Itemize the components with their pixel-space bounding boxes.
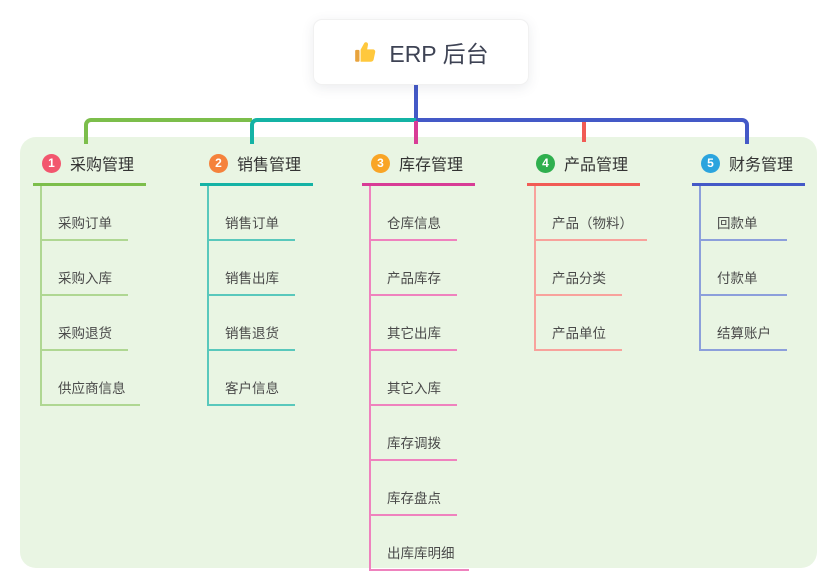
child-node[interactable]: 库存盘点 <box>371 461 457 516</box>
child-node[interactable]: 仓库信息 <box>371 186 457 241</box>
branch-number-badge: 4 <box>536 153 555 173</box>
child-node[interactable]: 采购订单 <box>42 186 128 241</box>
branch-title[interactable]: 销售管理 <box>237 157 302 174</box>
child-node[interactable]: 结算账户 <box>701 296 787 351</box>
connector-branch-1 <box>84 118 252 144</box>
child-node[interactable]: 库存调拨 <box>371 406 457 461</box>
branch-number-badge: 3 <box>371 153 390 173</box>
branch-children: 产品（物料）产品分类产品单位 <box>534 186 647 351</box>
branch-children: 仓库信息产品库存其它出库其它入库库存调拨库存盘点出库库明细 <box>369 186 475 571</box>
branch-title[interactable]: 库存管理 <box>399 157 464 174</box>
root-stem-line <box>414 83 418 120</box>
child-node[interactable]: 采购入库 <box>42 241 128 296</box>
branch-children: 回款单付款单结算账户 <box>699 186 805 351</box>
child-node[interactable]: 产品库存 <box>371 241 457 296</box>
child-node[interactable]: 销售出库 <box>209 241 295 296</box>
branch-head: 1 采购管理 <box>33 146 146 186</box>
child-node[interactable]: 产品（物料） <box>536 186 647 241</box>
branches-panel <box>20 137 817 568</box>
child-node[interactable]: 其它入库 <box>371 351 457 406</box>
branch-children: 采购订单采购入库采购退货供应商信息 <box>40 186 146 406</box>
child-node[interactable]: 供应商信息 <box>42 351 140 406</box>
child-node[interactable]: 采购退货 <box>42 296 128 351</box>
connector-branch-4 <box>582 122 586 142</box>
branch-children: 销售订单销售出库销售退货客户信息 <box>207 186 313 406</box>
branch-head: 2 销售管理 <box>200 146 313 186</box>
thumbs-up-icon <box>353 39 379 65</box>
connector-branch-3 <box>414 121 418 144</box>
branch-head: 4 产品管理 <box>527 146 640 186</box>
child-node[interactable]: 客户信息 <box>209 351 295 406</box>
root-title: ERP 后台 <box>389 41 489 67</box>
child-node[interactable]: 付款单 <box>701 241 787 296</box>
branch-column: 2 销售管理销售订单销售出库销售退货客户信息 <box>200 146 313 406</box>
child-node[interactable]: 回款单 <box>701 186 787 241</box>
child-node[interactable]: 产品单位 <box>536 296 622 351</box>
branch-title[interactable]: 财务管理 <box>729 157 794 174</box>
child-node[interactable]: 产品分类 <box>536 241 622 296</box>
branch-column: 4 产品管理产品（物料）产品分类产品单位 <box>527 146 647 351</box>
child-node[interactable]: 销售订单 <box>209 186 295 241</box>
branch-title[interactable]: 采购管理 <box>70 157 135 174</box>
child-node[interactable]: 出库库明细 <box>371 516 469 571</box>
branch-column: 5 财务管理回款单付款单结算账户 <box>692 146 805 351</box>
child-node[interactable]: 其它出库 <box>371 296 457 351</box>
branch-column: 3 库存管理仓库信息产品库存其它出库其它入库库存调拨库存盘点出库库明细 <box>362 146 475 571</box>
connector-branch-5 <box>416 118 749 144</box>
branch-number-badge: 2 <box>209 153 228 173</box>
root-node[interactable]: ERP 后台 <box>313 19 529 85</box>
branch-title[interactable]: 产品管理 <box>564 157 629 174</box>
connector-branch-2 <box>250 118 417 144</box>
branch-number-badge: 5 <box>701 153 720 173</box>
branch-column: 1 采购管理采购订单采购入库采购退货供应商信息 <box>33 146 146 406</box>
child-node[interactable]: 销售退货 <box>209 296 295 351</box>
branch-head: 3 库存管理 <box>362 146 475 186</box>
branch-head: 5 财务管理 <box>692 146 805 186</box>
branch-number-badge: 1 <box>42 153 61 173</box>
